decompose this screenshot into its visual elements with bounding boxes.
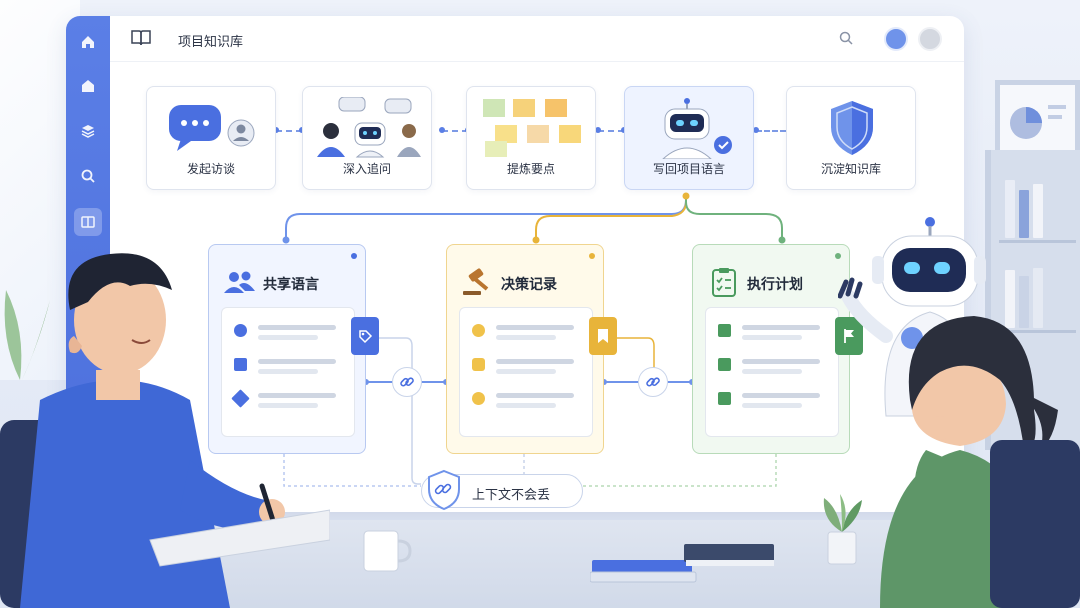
books <box>590 538 790 586</box>
tag-icon <box>351 317 379 355</box>
woman-thinking <box>840 300 1080 608</box>
card-execution-plan[interactable]: 执行计划 <box>692 244 850 454</box>
man-with-pen <box>0 240 330 608</box>
link-icon <box>392 367 422 397</box>
link-icon <box>638 367 668 397</box>
bookmark-icon <box>589 317 617 355</box>
card-title: 决策记录 <box>501 274 557 294</box>
card-decision-record[interactable]: 决策记录 <box>446 244 604 454</box>
gavel-icon <box>461 267 495 297</box>
context-pill: 上下文不会丢 <box>421 474 583 508</box>
wall-chart-frame <box>995 80 1080 158</box>
card-title: 执行计划 <box>747 274 803 294</box>
checklist-icon <box>707 267 741 297</box>
shield-link-icon <box>426 469 462 511</box>
context-label: 上下文不会丢 <box>472 484 550 503</box>
coffee-mug <box>360 525 414 577</box>
